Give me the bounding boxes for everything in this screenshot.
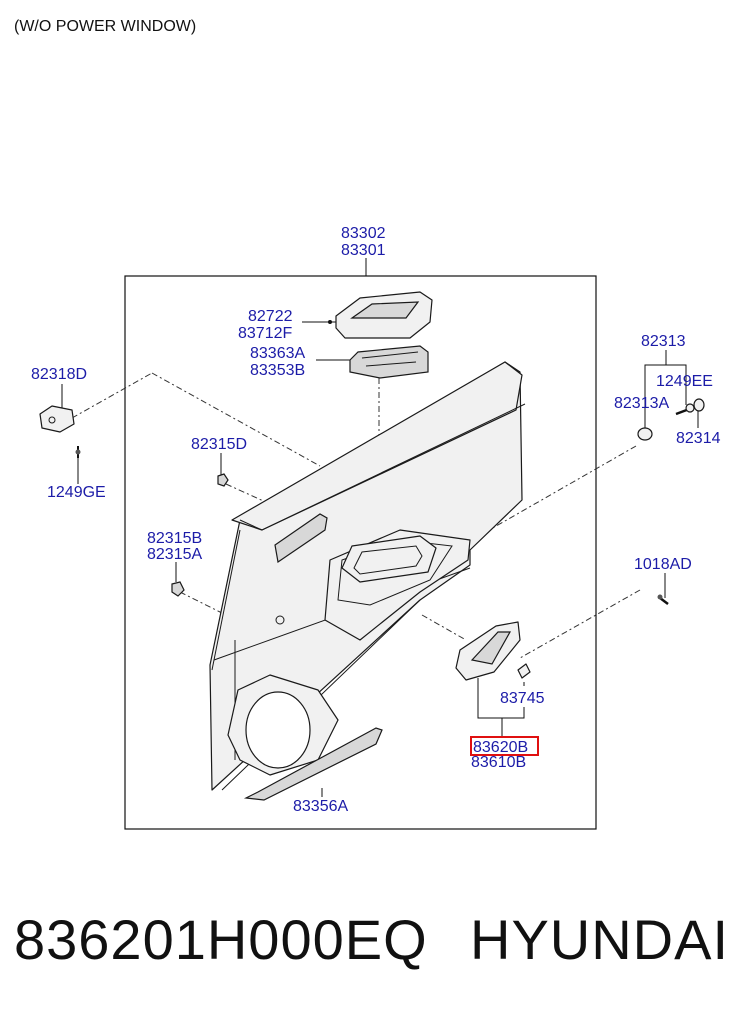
part-number: 836201H000EQ xyxy=(14,908,428,971)
label-83301: 83301 xyxy=(341,242,386,259)
weather-strip xyxy=(243,727,383,801)
label-83610b: 83610B xyxy=(471,754,526,771)
leader-lines xyxy=(61,258,699,797)
label-83302: 83302 xyxy=(341,225,386,242)
speaker-grille xyxy=(245,691,311,769)
assembly-frame xyxy=(124,275,597,830)
label-1018ad: 1018AD xyxy=(634,556,692,573)
inner-handle-bezel xyxy=(341,535,437,583)
label-82313: 82313 xyxy=(641,333,686,350)
inside-handle xyxy=(455,621,521,681)
part-labels: 83302 83301 82722 83712F 83363A 83353B 8… xyxy=(31,225,721,815)
label-1249ge: 1249GE xyxy=(47,484,106,501)
label-82313a: 82313A xyxy=(614,395,669,412)
bracket-82318d xyxy=(39,405,75,433)
footer: 836201H000EQ HYUNDAI xyxy=(0,895,741,985)
label-83363a: 83363A xyxy=(250,345,305,362)
label-82314: 82314 xyxy=(676,430,721,447)
handle-cap xyxy=(517,663,531,679)
brand-name: HYUNDAI xyxy=(470,908,730,971)
label-83712f: 83712F xyxy=(238,325,292,342)
label-83620b: 83620B xyxy=(473,739,528,756)
label-83356a: 83356A xyxy=(293,798,348,815)
cap-82314 xyxy=(693,398,705,412)
parts-diagram: (W/O POWER WINDOW) xyxy=(14,18,721,830)
screw-1249ee xyxy=(675,403,695,416)
label-82315a: 82315A xyxy=(147,546,202,563)
label-82315d: 82315D xyxy=(191,436,247,453)
label-1249ee: 1249EE xyxy=(656,373,713,390)
grommet-82313a xyxy=(637,427,653,441)
diagram-title: (W/O POWER WINDOW) xyxy=(14,18,196,35)
label-82722: 82722 xyxy=(248,308,293,325)
screw-1018ad xyxy=(657,594,669,605)
switch-bezel xyxy=(349,345,429,379)
armrest-pad xyxy=(328,291,433,339)
highlight-box xyxy=(470,736,539,756)
label-83745: 83745 xyxy=(500,690,545,707)
label-82318d: 82318D xyxy=(31,366,87,383)
label-82315b: 82315B xyxy=(147,530,202,547)
screw-1249ge xyxy=(75,446,81,458)
label-83353b: 83353B xyxy=(250,362,305,379)
clip-82315d xyxy=(217,473,229,487)
clip-82315b xyxy=(171,581,185,597)
